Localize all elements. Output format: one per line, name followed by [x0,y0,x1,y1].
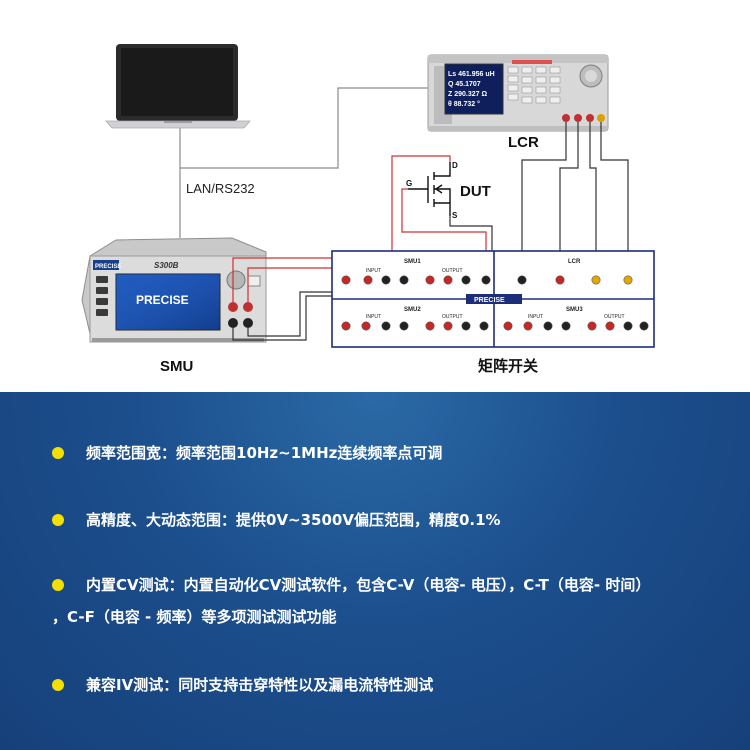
smu-instrument: PRECISE S300B PRECISE [81,237,267,343]
terminal-jack [461,321,471,331]
block-lcr: LCR [568,259,581,265]
terminal-jack [481,275,491,285]
terminal-jack [543,321,553,331]
bullet-icon [52,679,64,691]
bullet-icon [52,514,64,526]
terminal-jack [479,321,489,331]
system-connection-diagram: LAN/RS232 Ls 461.956 uH Q 45.1707 Z 290.… [81,44,655,375]
matrix-label: 矩阵开关 [478,357,538,375]
lcr-display-line-1: Ls 461.956 uH [448,71,495,78]
terminal-jack [591,275,601,285]
lcr-cables [521,122,629,277]
terminal-jack [523,321,533,331]
terminal-jack [341,321,351,331]
terminal-jack [561,321,571,331]
smu-screen-brand: PRECISE [136,293,189,307]
feature-text-continuation: ，C-F（电容 - 频率）等多项测试测试功能 [52,608,337,626]
laptop-icon [105,44,251,129]
feature-panel: 频率范围宽：频率范围10Hz~1MHz连续频率点可调 高精度、大动态范围：提供0… [0,392,750,750]
terminal-jack [361,321,371,331]
matrix-terminals [341,275,649,331]
lcr-display-line-3: Z 290.327 Ω [448,91,487,98]
lcr-display-line-4: θ 88.732 ° [448,100,480,108]
lcr-meter: Ls 461.956 uH Q 45.1707 Z 290.327 Ω θ 88… [427,54,609,132]
terminal-jack [623,275,633,285]
smu1-output-label: OUTPUT [442,268,463,274]
network-links [179,87,428,238]
terminal-jack [639,321,649,331]
matrix-brand: PRECISE [474,297,505,304]
terminal-jack [555,275,565,285]
terminal-jack [399,275,409,285]
feature-item: 高精度、大动态范围：提供0V~3500V偏压范围，精度0.1% [52,504,732,536]
gate-label: G [406,179,412,188]
smu2-input-label: INPUT [366,314,381,320]
terminal-jack [381,321,391,331]
block-smu2: SMU2 [404,307,421,313]
terminal-jack [503,321,513,331]
dut-label: DUT [460,183,491,200]
feature-text: 频率范围宽：频率范围10Hz~1MHz连续频率点可调 [86,444,443,462]
feature-item: 内置CV测试：内置自动化CV测试软件，包含C-V（电容- 电压），C-T（电容-… [52,569,732,633]
feature-text: 兼容IV测试：同时支持击穿特性以及漏电流特性测试 [86,676,434,694]
terminal-jack [443,321,453,331]
terminal-jack [363,275,373,285]
terminal-jack [587,321,597,331]
terminal-jack [517,275,527,285]
feature-item: 频率范围宽：频率范围10Hz~1MHz连续频率点可调 [52,437,732,469]
terminal-jack [443,275,453,285]
link-label: LAN/RS232 [186,181,255,196]
smu-logo-small: PRECISE [95,264,121,270]
terminal-jack [623,321,633,331]
bullet-icon [52,447,64,459]
terminal-jack [399,321,409,331]
lcr-label: LCR [508,134,539,151]
dut-mosfet-symbol [408,162,451,216]
smu-label: SMU [160,358,193,375]
feature-text: 高精度、大动态范围：提供0V~3500V偏压范围，精度0.1% [86,511,501,529]
terminal-jack [381,275,391,285]
smu3-output-label: OUTPUT [604,314,625,320]
terminal-jack [425,321,435,331]
terminal-jack [461,275,471,285]
smu-model: S300B [154,261,179,270]
lcr-display-line-2: Q 45.1707 [448,81,481,88]
smu2-output-label: OUTPUT [442,314,463,320]
source-label: S [452,211,458,220]
block-smu1: SMU1 [404,259,421,265]
terminal-jack [605,321,615,331]
matrix-switch: PRECISE SMU1 SMU2 SMU3 LCR INPUT OUTPUT … [331,250,655,348]
terminal-jack [341,275,351,285]
feature-item: 兼容IV测试：同时支持击穿特性以及漏电流特性测试 [52,669,732,701]
block-smu3: SMU3 [566,307,583,313]
smu1-input-label: INPUT [366,268,381,274]
drain-label: D [452,161,458,170]
smu3-input-label: INPUT [528,314,543,320]
terminal-jack [425,275,435,285]
bullet-icon [52,579,64,591]
feature-text: 内置CV测试：内置自动化CV测试软件，包含C-V（电容- 电压），C-T（电容-… [86,576,651,594]
